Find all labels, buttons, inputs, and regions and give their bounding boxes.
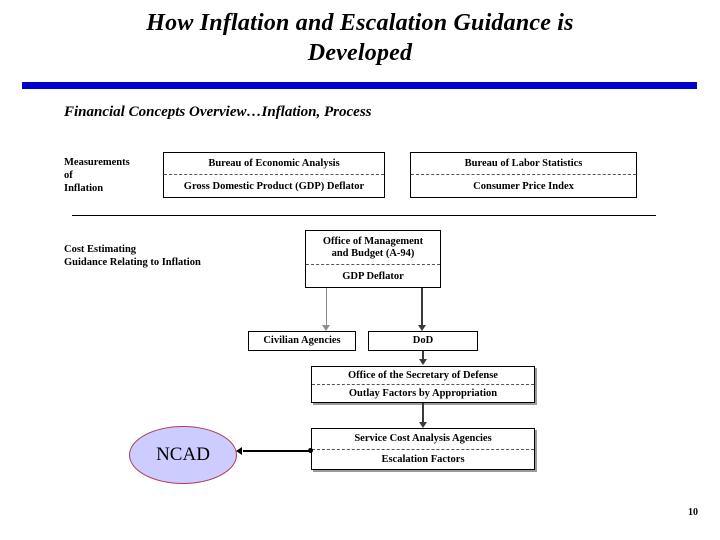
box-service-cost-analysis-agencies[interactable]: Service Cost Analysis Agencies Escalatio… xyxy=(311,428,535,470)
connector-scaa-endpoint-dot-icon xyxy=(308,448,313,453)
label-measurements-line-3: Inflation xyxy=(64,183,104,194)
box-bureau-economic-analysis[interactable]: Bureau of Economic Analysis Gross Domest… xyxy=(163,152,385,198)
box-bls-bottom-row: Consumer Price Index xyxy=(473,180,574,192)
box-office-secretary-defense[interactable]: Office of the Secretary of Defense Outla… xyxy=(311,366,535,403)
connector-omb-to-dod-line xyxy=(421,288,423,327)
page-number: 10 xyxy=(688,507,698,518)
box-dod[interactable]: DoD xyxy=(368,331,478,351)
label-cost-estimating-line-2: Guidance Relating to Inflation xyxy=(64,257,201,268)
diagram-heading: Financial Concepts Overview…Inflation, P… xyxy=(64,104,372,120)
connector-dod-to-osd-line xyxy=(422,351,424,361)
box-scaa-bottom-row: Escalation Factors xyxy=(381,454,465,465)
connector-omb-to-civilian-line xyxy=(326,288,327,327)
box-scaa-top-row: Service Cost Analysis Agencies xyxy=(312,429,534,450)
box-bls-top-row: Bureau of Labor Statistics xyxy=(411,153,636,175)
box-omb-top-line-1: Office of Management xyxy=(322,235,424,247)
label-cost-estimating-line-1: Cost Estimating xyxy=(64,244,137,255)
box-office-management-budget[interactable]: Office of Management and Budget (A-94) G… xyxy=(305,230,441,288)
title-accent-bar xyxy=(22,82,697,89)
box-bureau-labor-statistics[interactable]: Bureau of Labor Statistics Consumer Pric… xyxy=(410,152,637,198)
box-civilian-agencies[interactable]: Civilian Agencies xyxy=(248,331,356,351)
connector-omb-to-civilian-arrow-icon xyxy=(322,325,330,331)
connector-osd-to-scaa-arrow-icon xyxy=(419,422,427,428)
label-measurements-of-inflation: Measurements of Inflation xyxy=(64,156,154,195)
connector-ncad-to-scaa-line xyxy=(243,450,311,452)
page-title: How Inflation and Escalation Guidance is… xyxy=(60,8,660,68)
box-omb-top-line-2: and Budget (A-94) xyxy=(331,247,415,259)
connector-omb-to-dod-arrow-icon xyxy=(418,325,426,331)
box-omb-top-row: Office of Management and Budget (A-94) xyxy=(306,231,440,265)
label-measurements-line-1: Measurements xyxy=(64,157,130,168)
connector-dod-to-osd-arrow-icon xyxy=(419,359,427,365)
box-omb-bottom-row: GDP Deflator xyxy=(342,270,404,282)
connector-osd-to-scaa-line xyxy=(422,403,424,425)
oval-ncad-label: NCAD xyxy=(156,444,210,465)
box-bea-top-row: Bureau of Economic Analysis xyxy=(164,153,384,175)
section-divider xyxy=(72,215,656,216)
box-bea-bottom-row: Gross Domestic Product (GDP) Deflator xyxy=(183,180,365,192)
box-osd-bottom-row: Outlay Factors by Appropriation xyxy=(348,388,498,399)
label-cost-estimating-guidance: Cost Estimating Guidance Relating to Inf… xyxy=(64,243,254,269)
box-civilian-agencies-label: Civilian Agencies xyxy=(263,335,341,346)
page-title-line-2: Developed xyxy=(307,40,413,66)
page-title-line-1: How Inflation and Escalation Guidance is xyxy=(146,10,574,36)
box-osd-top-row: Office of the Secretary of Defense xyxy=(312,367,534,385)
label-measurements-line-2: of xyxy=(64,170,73,181)
oval-ncad[interactable]: NCAD xyxy=(129,426,237,484)
box-dod-label: DoD xyxy=(412,335,434,346)
connector-ncad-arrow-icon xyxy=(236,447,242,455)
